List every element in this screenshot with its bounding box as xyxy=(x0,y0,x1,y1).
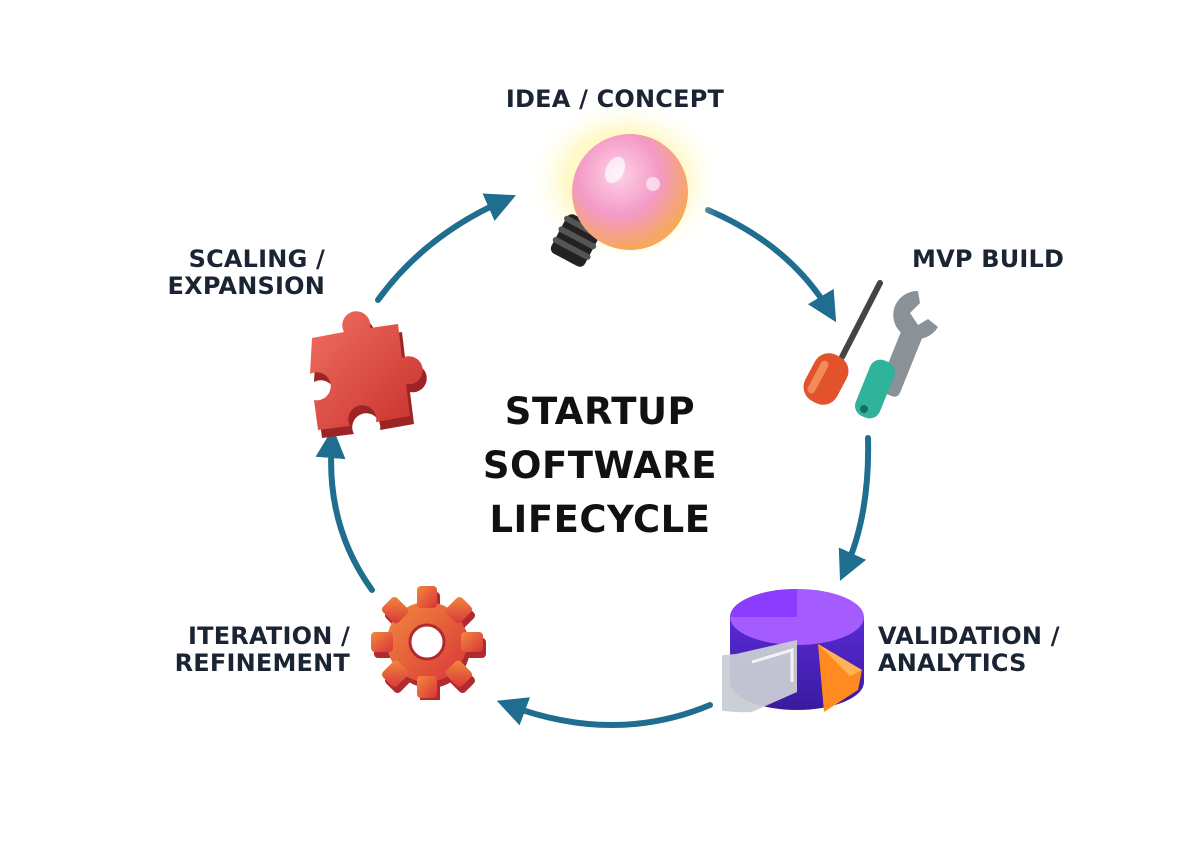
pie-chart-icon xyxy=(722,572,872,722)
stage-label-iteration-line-2: REFINEMENT xyxy=(174,649,350,677)
lightbulb-icon xyxy=(505,110,725,280)
arrow-idea-to-mvp xyxy=(705,207,837,323)
title-line-3: LIFECYCLE xyxy=(489,498,711,541)
arrow-mvp-to-validation xyxy=(838,435,872,581)
arrow-iteration-to-scaling xyxy=(315,428,375,593)
puzzle-piece-icon xyxy=(292,300,437,440)
screwdriver-icon xyxy=(803,280,883,405)
stage-label-scaling-line-2: EXPANSION xyxy=(167,272,325,300)
stage-label-iteration: ITERATION / REFINEMENT xyxy=(160,623,350,677)
stage-label-mvp-line-1: MVP BUILD xyxy=(912,245,1065,273)
arrow-validation-to-iteration xyxy=(496,697,713,728)
wrench-icon xyxy=(855,290,938,419)
stage-label-scaling-line-1: SCALING / xyxy=(188,245,325,273)
title-line-1: STARTUP xyxy=(504,390,696,433)
tools-icon xyxy=(790,275,950,425)
title-line-2: SOFTWARE xyxy=(482,444,718,487)
stage-label-idea-line-1: IDEA / CONCEPT xyxy=(505,85,725,113)
gear-icon xyxy=(362,585,492,700)
stage-label-scaling: SCALING / EXPANSION xyxy=(150,246,325,300)
stage-label-idea: IDEA / CONCEPT xyxy=(0,86,1200,113)
stage-label-iteration-line-1: ITERATION / xyxy=(188,622,350,650)
diagram-title: STARTUP SOFTWARE LIFECYCLE xyxy=(440,385,760,547)
stage-label-mvp: MVP BUILD xyxy=(912,246,1064,273)
stage-label-validation-line-1: VALIDATION / xyxy=(878,622,1060,650)
arrow-scaling-to-idea xyxy=(375,193,516,303)
stage-label-validation: VALIDATION / ANALYTICS xyxy=(878,623,1060,677)
stage-label-validation-line-2: ANALYTICS xyxy=(878,649,1027,677)
